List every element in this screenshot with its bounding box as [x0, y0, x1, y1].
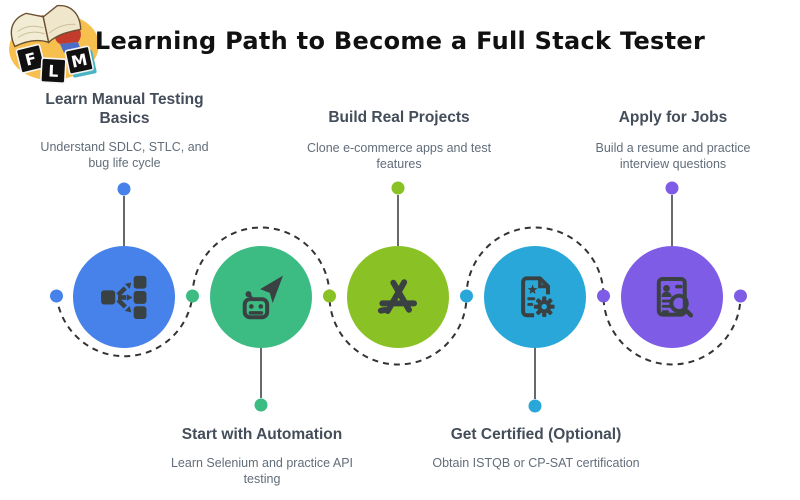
- step-heading-2: Start with Automation: [181, 426, 343, 443]
- step-description-2: Learn Selenium and practice API testing: [170, 456, 354, 486]
- path-dot-1-2: [186, 289, 199, 303]
- logo-letter-f: F: [23, 49, 38, 70]
- step-label-3: Build Real Projects Clone e-commerce app…: [299, 108, 499, 172]
- stem-dot-step-4: [528, 399, 542, 413]
- step-label-1: Learn Manual Testing Basics Understand S…: [32, 90, 217, 171]
- step-heading-4: Get Certified (Optional): [450, 426, 622, 443]
- stem-dot-step-3: [391, 181, 405, 195]
- path-dot-2-3: [323, 289, 336, 303]
- logo-tile-m: M: [64, 45, 94, 75]
- workflow-icon: [101, 275, 147, 319]
- app-projects-icon: [377, 279, 418, 315]
- step-heading-1: Learn Manual Testing Basics: [45, 91, 204, 127]
- stem-dot-step-5: [665, 181, 679, 195]
- page-title: Learning Path to Become a Full Stack Tes…: [94, 27, 706, 55]
- step-description-5: Build a resume and practice interview qu…: [595, 141, 751, 171]
- certificate-gear-icon: [521, 276, 555, 318]
- path-dot-3-4: [460, 289, 473, 303]
- step-circle-4: [484, 246, 586, 348]
- logo-letter-l: L: [48, 61, 59, 81]
- flm-logo: F L M: [9, 4, 99, 84]
- step-description-4: Obtain ISTQB or CP-SAT certification: [432, 456, 640, 470]
- path-dot-4-5: [597, 289, 610, 303]
- step-description-3: Clone e-commerce apps and test features: [306, 141, 492, 171]
- resume-search-icon: [656, 276, 694, 318]
- path-dot-start: [50, 289, 63, 303]
- step-label-5: Apply for Jobs Build a resume and practi…: [573, 108, 773, 172]
- path-dot-end: [734, 289, 747, 303]
- timeline-dashed-path: [55, 226, 742, 366]
- stem-dot-step-2: [254, 398, 268, 412]
- step-heading-3: Build Real Projects: [328, 109, 470, 126]
- stem-dot-step-1: [117, 182, 131, 196]
- logo-letter-m: M: [70, 50, 90, 72]
- logo-tile-f: F: [15, 43, 46, 74]
- step-description-1: Understand SDLC, STLC, and bug life cycl…: [40, 140, 209, 170]
- step-circle-2: [210, 246, 312, 348]
- open-book: [10, 4, 82, 48]
- step-label-4: Get Certified (Optional) Obtain ISTQB or…: [431, 425, 641, 471]
- step-label-2: Start with Automation Learn Selenium and…: [162, 425, 362, 487]
- logo-tile-l: L: [40, 57, 67, 84]
- step-heading-5: Apply for Jobs: [618, 109, 728, 126]
- robot-automation-icon: [242, 275, 283, 320]
